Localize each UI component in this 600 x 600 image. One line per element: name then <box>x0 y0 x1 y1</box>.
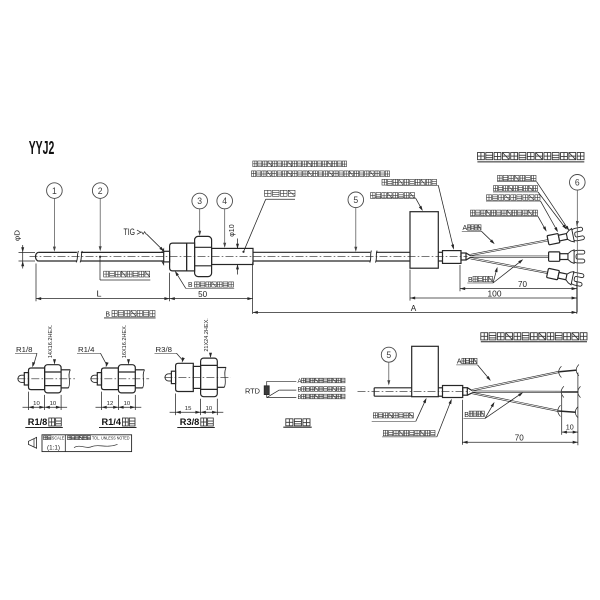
svg-text:TIG: TIG <box>124 227 136 237</box>
svg-text:50: 50 <box>198 290 208 299</box>
svg-text:R1/8: R1/8 <box>16 345 33 354</box>
svg-text:10: 10 <box>124 401 131 407</box>
svg-text:2: 2 <box>98 186 103 196</box>
svg-text:10: 10 <box>566 424 574 431</box>
svg-text:1: 1 <box>52 186 57 196</box>
svg-text:A: A <box>411 303 417 313</box>
svg-text:L: L <box>97 288 102 298</box>
svg-text:R1/4: R1/4 <box>78 345 95 354</box>
svg-text:5: 5 <box>353 195 358 205</box>
svg-text:B: B <box>468 277 473 284</box>
svg-text:R3/8: R3/8 <box>180 417 200 427</box>
svg-text:B: B <box>298 395 302 401</box>
svg-text:R3/8: R3/8 <box>156 345 173 354</box>
svg-text:5: 5 <box>386 350 391 360</box>
svg-text:TOL. UNLESS NOTED: TOL. UNLESS NOTED <box>92 436 130 441</box>
svg-text:R1/4: R1/4 <box>102 417 122 427</box>
svg-text:A: A <box>463 225 468 232</box>
svg-text:10: 10 <box>206 406 213 412</box>
svg-text:(1:1): (1:1) <box>47 445 60 452</box>
svg-text:6: 6 <box>575 178 580 188</box>
svg-text:12: 12 <box>107 401 114 407</box>
svg-text:A: A <box>298 379 302 385</box>
svg-text:B: B <box>298 387 302 393</box>
svg-text:16X16.2HEX.: 16X16.2HEX. <box>122 325 128 359</box>
svg-text:14X16.2HEX.: 14X16.2HEX. <box>48 325 54 359</box>
svg-text:B: B <box>464 412 469 419</box>
svg-text:10: 10 <box>50 401 57 407</box>
svg-text:SCALE: SCALE <box>52 436 65 441</box>
svg-text:YYJ2: YYJ2 <box>29 137 55 158</box>
svg-text:21X24.2HEX.: 21X24.2HEX. <box>204 318 210 352</box>
svg-text:RTD: RTD <box>245 386 261 395</box>
svg-text:70: 70 <box>518 280 528 289</box>
svg-text:A: A <box>457 359 462 366</box>
svg-text:70: 70 <box>515 434 525 443</box>
svg-text:φ10: φ10 <box>227 224 236 237</box>
svg-text:100: 100 <box>488 290 503 299</box>
svg-text:B: B <box>188 280 193 289</box>
svg-text:10: 10 <box>33 401 40 407</box>
svg-text:4: 4 <box>222 196 227 206</box>
svg-text:15: 15 <box>185 406 192 412</box>
svg-text:R1/8: R1/8 <box>28 417 48 427</box>
svg-text:φD: φD <box>13 229 22 241</box>
svg-text:B: B <box>106 309 111 318</box>
svg-text:3: 3 <box>197 196 202 206</box>
